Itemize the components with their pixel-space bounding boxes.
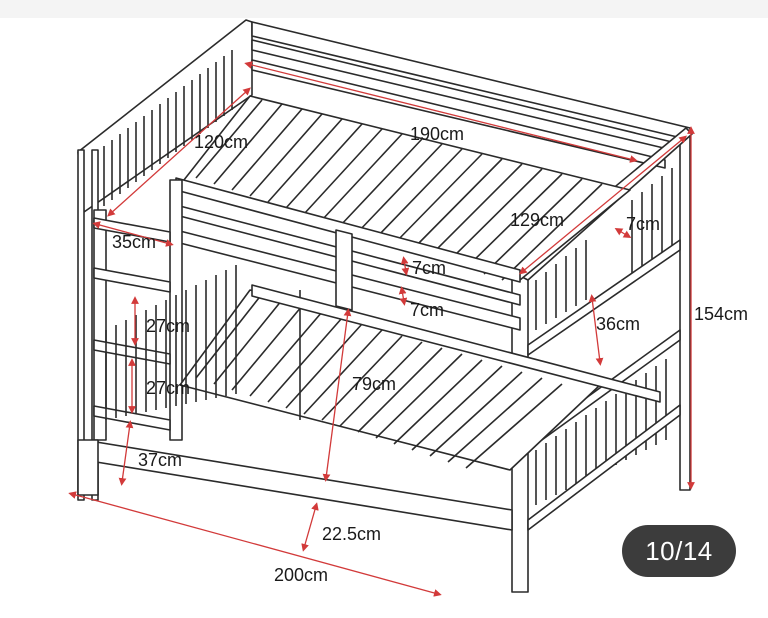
label-ladder-width: 35cm [112, 232, 156, 252]
label-width: 120cm [194, 132, 248, 152]
label-guard: 36cm [596, 314, 640, 334]
dim-line-end-rail [518, 135, 688, 275]
label-clearance: 79cm [352, 374, 396, 394]
dim-line-width [107, 87, 251, 217]
bottom-strip [0, 612, 768, 618]
dim-line-total-length [68, 491, 442, 597]
bed-frame [77, 19, 693, 593]
top-strip [0, 0, 768, 18]
label-step-1: 27cm [146, 316, 190, 336]
dimension-lines [68, 61, 695, 597]
label-end-rail: 129cm [510, 210, 564, 230]
dim-line-ladder-width [92, 221, 174, 247]
dim-line-clearance [322, 308, 352, 482]
dim-line-floor [301, 502, 319, 552]
dim-line-gap-top [400, 256, 410, 276]
dim-line-ladder-bottom [118, 420, 134, 486]
label-length: 190cm [410, 124, 464, 144]
dim-line-rail-thickness [614, 227, 632, 239]
label-gap-bottom: 7cm [410, 300, 444, 320]
headboard-slats-bottom [105, 265, 237, 420]
label-floor: 22.5cm [322, 524, 381, 544]
label-gap-top: 7cm [412, 258, 446, 278]
dimension-labels: 190cm 120cm 129cm 7cm 7cm 7cm 35cm 27cm … [112, 124, 748, 585]
end-slats-bottom [535, 359, 667, 505]
label-total-height: 154cm [694, 304, 748, 324]
dim-line-gap-bottom [398, 286, 408, 306]
label-total-length: 200cm [274, 565, 328, 585]
label-rail-thickness: 7cm [626, 214, 660, 234]
label-step-2: 27cm [146, 378, 190, 398]
dim-line-guard [588, 294, 604, 366]
label-ladder-bottom: 37cm [138, 450, 182, 470]
gallery-counter[interactable]: 10/14 [622, 525, 736, 577]
